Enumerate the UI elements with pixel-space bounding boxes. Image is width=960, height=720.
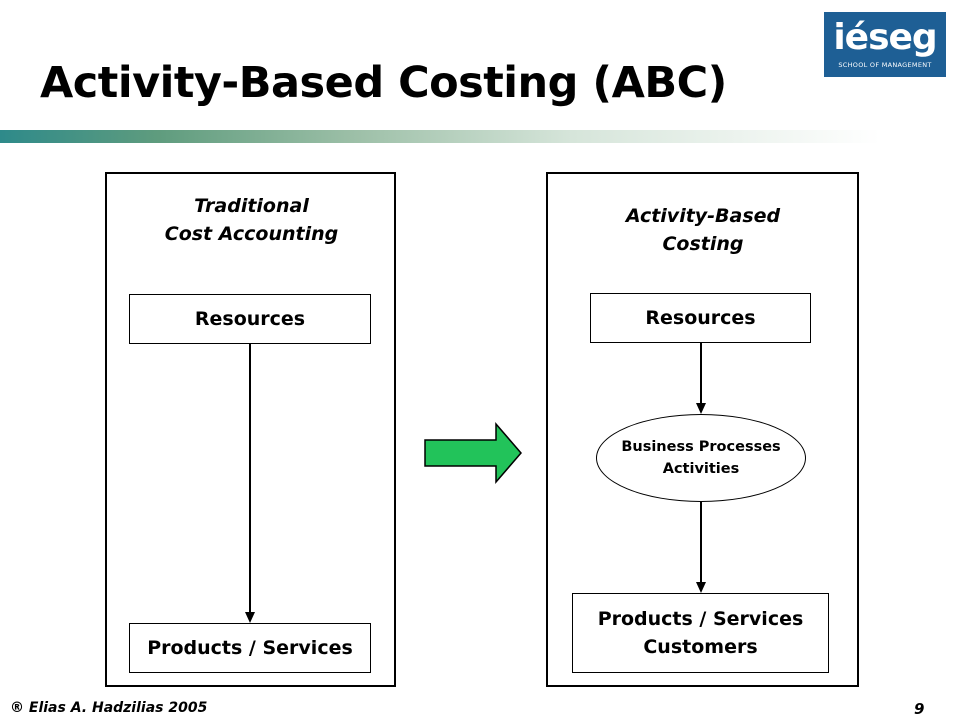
traditional-products-box: Products / Services: [129, 623, 371, 673]
arrow-down-icon: [696, 582, 706, 593]
traditional-resources-label: Resources: [194, 308, 306, 330]
slide-title: Activity-Based Costing (ABC): [40, 58, 727, 108]
traditional-costing-panel: [105, 172, 396, 687]
arrow-down-icon: [696, 403, 706, 414]
abc-customers-label: Customers: [643, 636, 758, 658]
abc-heading: Activity-Based Costing: [549, 202, 857, 258]
abc-products-label: Products / Services: [597, 608, 804, 630]
traditional-heading: Traditional Cost Accounting: [108, 192, 395, 248]
business-processes-ellipse: Business Processes Activities: [596, 414, 806, 502]
activities-label: Activities: [662, 461, 740, 477]
right-arrow-icon: [424, 421, 522, 485]
abc-heading-line1: Activity-Based: [625, 205, 781, 227]
logo-wordmark: iéseg: [833, 17, 937, 58]
logo-subtitle: SCHOOL OF MANAGEMENT: [838, 61, 932, 69]
page-number: 9: [914, 700, 925, 718]
traditional-connector-line: [249, 344, 251, 613]
abc-resources-label: Resources: [645, 307, 756, 329]
copyright-footer: ® Elias A. Hadzilias 2005: [10, 700, 208, 716]
traditional-heading-line2: Cost Accounting: [164, 223, 339, 245]
abc-lower-connector-line: [700, 502, 702, 583]
abc-heading-line2: Costing: [662, 233, 744, 255]
business-processes-label: Business Processes: [621, 439, 781, 455]
traditional-products-label: Products / Services: [147, 637, 353, 659]
ieseg-logo: iéseg SCHOOL OF MANAGEMENT: [824, 12, 946, 77]
traditional-resources-box: Resources: [129, 294, 371, 344]
arrow-down-icon: [245, 612, 255, 623]
traditional-heading-line1: Traditional: [194, 195, 309, 217]
abc-products-customers-box: Products / Services Customers: [572, 593, 829, 673]
abc-upper-connector-line: [700, 343, 702, 404]
title-underline-bar: [0, 130, 880, 143]
abc-resources-box: Resources: [590, 293, 811, 343]
